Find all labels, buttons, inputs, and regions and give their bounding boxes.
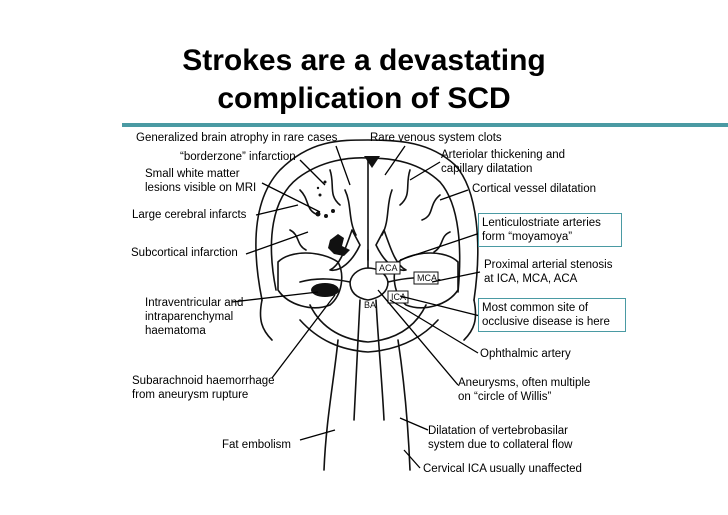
label-most-common-line1: Most common site of	[482, 302, 589, 314]
brainstem-left	[323, 339, 339, 471]
aca-label: ACA	[379, 263, 398, 273]
label-large-cerebral: Large cerebral infarcts	[132, 209, 247, 221]
venous-clot-marker	[364, 156, 380, 168]
label-subarachnoid-line2: from aneurysm rupture	[132, 389, 249, 401]
label-cortical-vessel: Cortical vessel dilatation	[472, 183, 597, 195]
label-small-white-line2: lesions visible on MRI	[145, 182, 257, 194]
label-lenticulostriate-line1: Lenticulostriate arteries	[482, 217, 601, 229]
lateral-ventricle-right	[375, 229, 407, 271]
label-aneurysms-line1: Aneurysms, often multiple	[458, 377, 591, 389]
label-small-white-matter: Small white matter lesions visible on MR…	[145, 167, 256, 195]
neck-right	[463, 299, 477, 341]
temporal-lobe-left	[277, 252, 343, 309]
label-proximal-line1: Proximal arterial stenosis	[484, 259, 613, 271]
label-subarachnoid: Subarachnoid haemorrhage from aneurysm r…	[132, 374, 275, 402]
label-dilatation: Dilatation of vertebrobasilar system due…	[428, 424, 572, 452]
hematoma	[311, 283, 339, 297]
temporal-lobe-right	[393, 252, 459, 309]
label-aneurysms-line2: on “circle of Willis”	[458, 391, 552, 403]
cerebellum	[299, 319, 439, 353]
label-lenticulostriate-box: Lenticulostriate arteries form “moyamoya…	[478, 213, 622, 247]
skull-outline	[255, 139, 479, 301]
title-line-1: Strokes are a devastating	[182, 44, 546, 77]
label-aneurysms: Aneurysms, often multiple on “circle of …	[458, 376, 590, 404]
label-generalized-atrophy: Generalized brain atrophy in rare cases	[136, 132, 338, 144]
slide-title: Strokes are a devastating complication o…	[0, 42, 728, 118]
label-small-white-line1: Small white matter	[145, 168, 240, 180]
label-arteriolar-line1: Arteriolar thickening and	[441, 149, 566, 161]
infarct-patch-left	[328, 234, 350, 256]
label-most-common-box: Most common site of occlusive disease is…	[478, 298, 626, 332]
label-proximal-line2: at ICA, MCA, ACA	[484, 273, 578, 285]
label-dilatation-line2: system due to collateral flow	[428, 439, 573, 451]
label-intraventricular-line2: intraparenchymal	[145, 311, 234, 323]
label-borderzone: “borderzone” infarction	[180, 151, 296, 163]
label-subcortical: Subcortical infarction	[131, 247, 238, 259]
label-intraventricular-line1: Intraventricular and	[145, 297, 244, 309]
label-intraventricular: Intraventricular and intraparenchymal ha…	[145, 296, 243, 338]
neck-left	[259, 299, 273, 341]
brainstem-right	[397, 339, 411, 471]
label-most-common-line2: occlusive disease is here	[482, 316, 610, 328]
title-line-2: complication of SCD	[217, 82, 511, 115]
label-ophthalmic: Ophthalmic artery	[480, 348, 571, 360]
label-rare-venous: Rare venous system clots	[370, 132, 502, 144]
label-cervical-ica: Cervical ICA usually unaffected	[423, 463, 582, 475]
lateral-ventricle-left	[329, 229, 361, 271]
label-dilatation-line1: Dilatation of vertebrobasilar	[428, 425, 568, 437]
label-arteriolar: Arteriolar thickening and capillary dila…	[441, 148, 565, 176]
label-subarachnoid-line1: Subarachnoid haemorrhage	[132, 375, 275, 387]
mca-label: MCA	[417, 273, 437, 283]
ica-label: ICA	[391, 292, 406, 302]
label-intraventricular-line3: haematoma	[145, 325, 206, 337]
label-fat-embolism: Fat embolism	[222, 439, 292, 451]
title-divider	[122, 123, 728, 127]
label-lenticulostriate-line2: form “moyamoya”	[482, 231, 573, 243]
label-proximal-stenosis: Proximal arterial stenosis at ICA, MCA, …	[484, 258, 612, 286]
ba-label: BA	[364, 300, 376, 310]
label-arteriolar-line2: capillary dilatation	[441, 163, 533, 175]
